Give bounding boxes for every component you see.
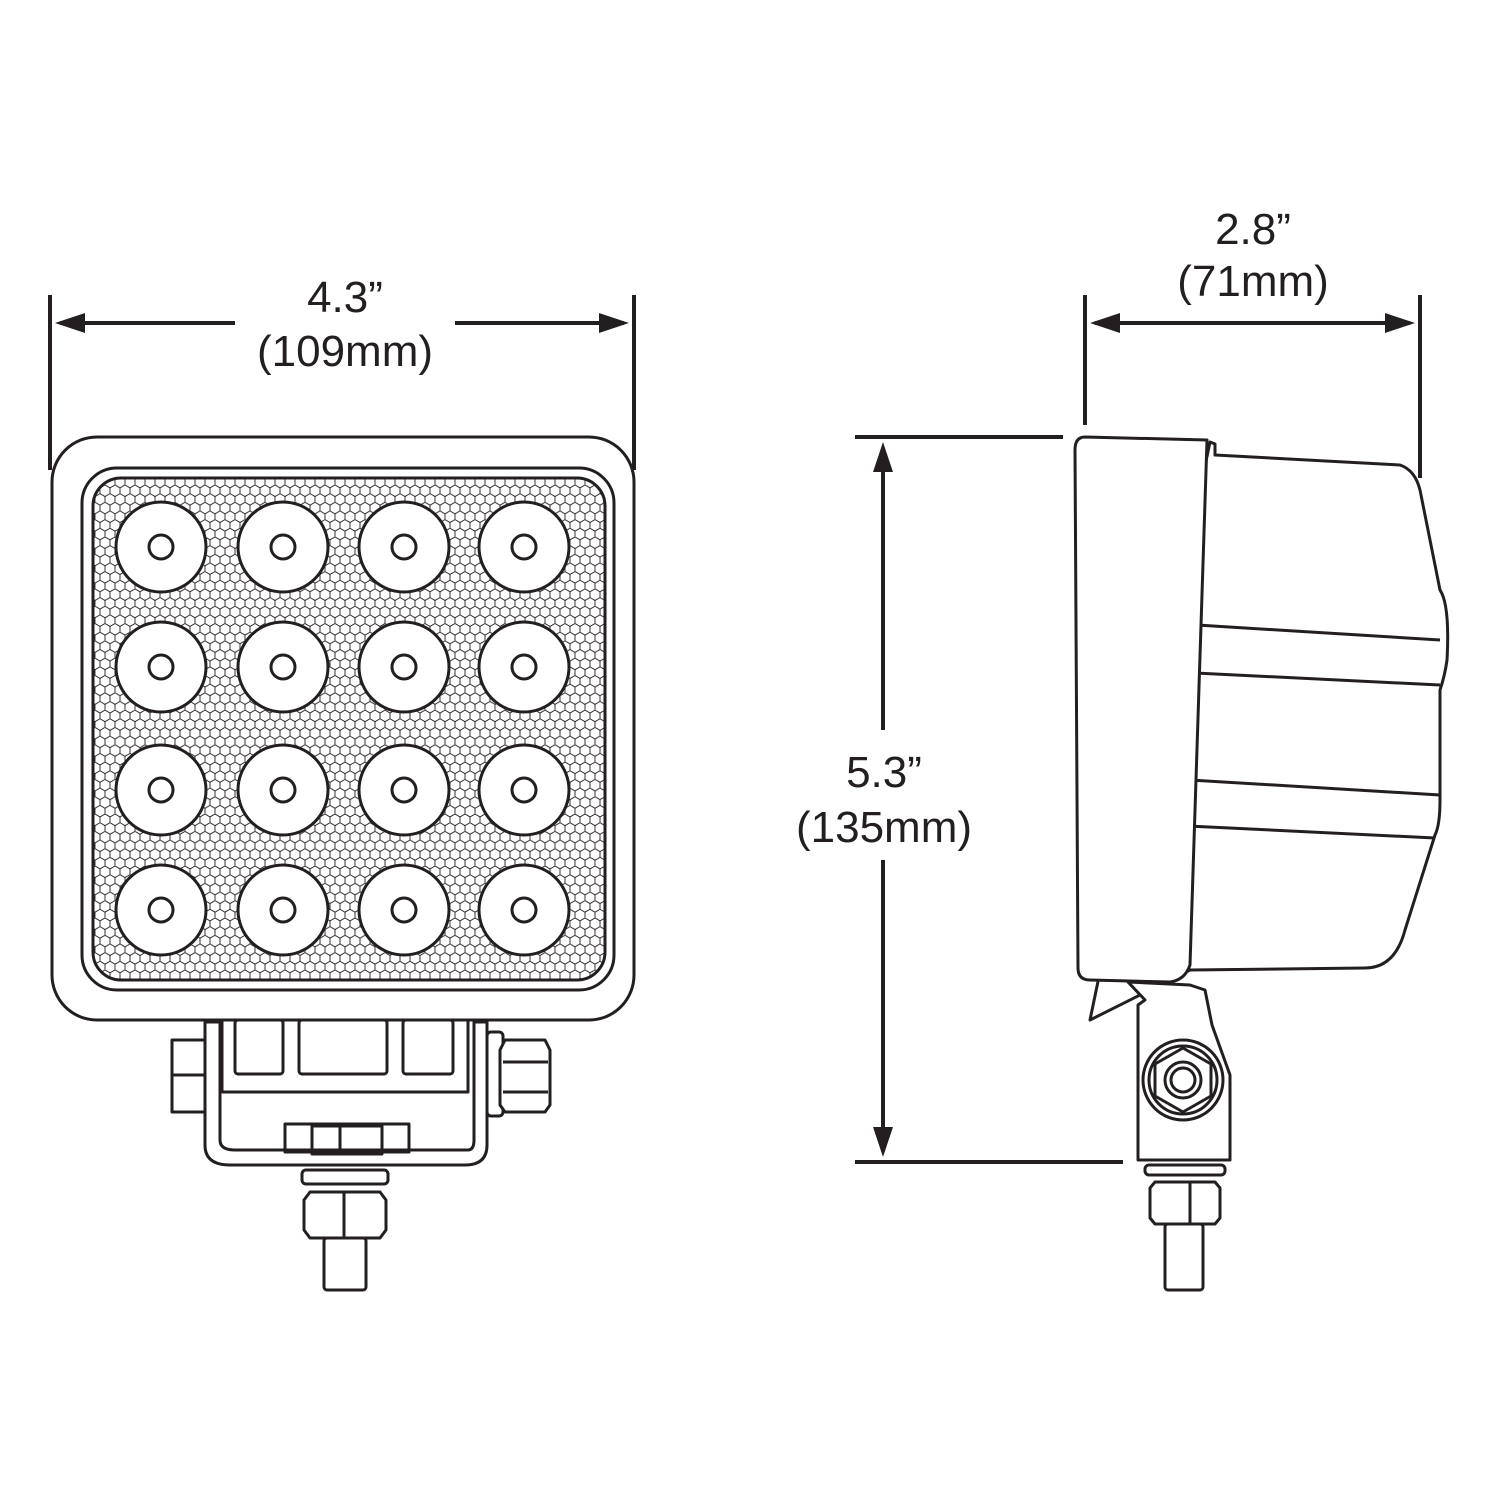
led-lens (236, 743, 330, 837)
led-lens (477, 620, 571, 714)
led-chip (390, 653, 418, 681)
bracket-u (203, 1020, 489, 1167)
mount-bracket (170, 1018, 552, 1292)
led (477, 743, 571, 837)
led-lens (236, 500, 330, 594)
led (477, 620, 571, 714)
led (236, 620, 330, 714)
side-view: 2.8” (71mm) 5.3” (135mm) (796, 205, 1450, 1292)
led (114, 743, 208, 837)
front-view: 4.3” (109mm) (48, 273, 636, 1292)
width-metric-label: (109mm) (257, 327, 433, 376)
side-nut (1148, 1180, 1222, 1226)
led-chip (390, 776, 418, 804)
led (357, 500, 451, 594)
led (357, 863, 451, 957)
side-stud (1163, 1222, 1205, 1292)
led-chip (390, 533, 418, 561)
led (236, 863, 330, 957)
front-bezel (1073, 435, 1209, 984)
honeycomb-reflector (91, 476, 607, 982)
depth-metric-label: (71mm) (1177, 257, 1329, 306)
led (357, 743, 451, 837)
width-imperial-label: 4.3” (307, 273, 383, 322)
led-lens (477, 500, 571, 594)
height-metric-label: (135mm) (796, 803, 972, 852)
led-chip (510, 896, 538, 924)
led (236, 743, 330, 837)
led (114, 620, 208, 714)
led-lens (114, 500, 208, 594)
pivot-nut (1153, 1046, 1213, 1114)
led-chip (147, 533, 175, 561)
lock-washer (300, 1168, 390, 1186)
led-chip (510, 653, 538, 681)
led-lens (114, 743, 208, 837)
led-chip (510, 533, 538, 561)
led (114, 863, 208, 957)
width-dimension: 4.3” (109mm) (48, 273, 636, 470)
led-lens (357, 743, 451, 837)
led-lens (114, 863, 208, 957)
led-chip (147, 896, 175, 924)
led-chip (510, 776, 538, 804)
led (357, 620, 451, 714)
led-lens (477, 863, 571, 957)
nut-right (498, 1038, 552, 1114)
led (477, 500, 571, 594)
led-chip (269, 533, 297, 561)
led-lens (357, 863, 451, 957)
depth-imperial-label: 2.8” (1215, 205, 1291, 254)
led-lens (357, 500, 451, 594)
led (477, 863, 571, 957)
height-dimension: 5.3” (135mm) (796, 435, 1123, 1164)
led-lens (357, 620, 451, 714)
led-lens (236, 863, 330, 957)
led-lens (114, 620, 208, 714)
led-chip (269, 776, 297, 804)
led-chip (269, 896, 297, 924)
led-lens (477, 743, 571, 837)
led (236, 500, 330, 594)
led-grid (114, 500, 571, 957)
lens-frame (80, 466, 616, 992)
led-chip (269, 653, 297, 681)
led-chip (390, 896, 418, 924)
led-chip (147, 776, 175, 804)
led-chip (147, 653, 175, 681)
led (114, 500, 208, 594)
stud-bottom (322, 1236, 368, 1292)
depth-dimension: 2.8” (71mm) (1083, 205, 1422, 478)
height-imperial-label: 5.3” (846, 748, 922, 797)
led-lens (236, 620, 330, 714)
